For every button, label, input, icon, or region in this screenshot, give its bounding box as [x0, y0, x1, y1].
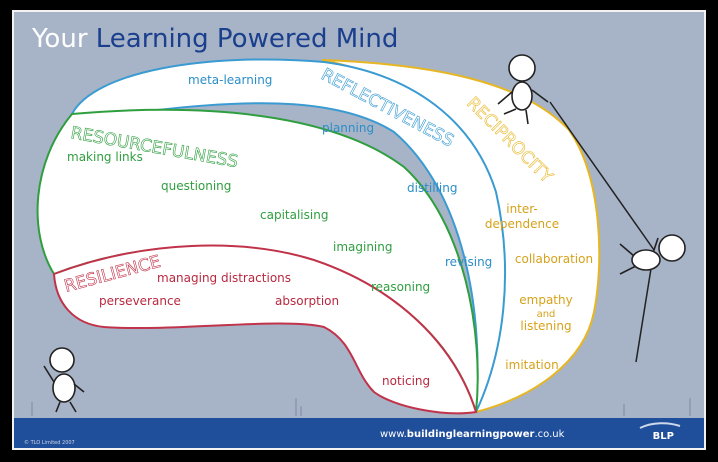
item-capitalising: capitalising [260, 208, 328, 222]
item-collaboration: collaboration [515, 252, 593, 266]
reflectiveness-region [70, 58, 506, 413]
item-reasoning: reasoning [371, 280, 430, 294]
figure-climber-top [497, 54, 549, 125]
title-main: Learning Powered Mind [95, 24, 399, 54]
blp-logo-text: BLP [652, 431, 674, 442]
item-managing-distractions: managing distractions [157, 271, 291, 285]
item-imagining: imagining [333, 240, 393, 254]
item-absorption: absorption [275, 294, 339, 308]
resilience-region [52, 244, 478, 415]
item-and: and [537, 309, 556, 320]
item-distilling: distilling [407, 181, 457, 195]
url-domain: buildinglearningpower [406, 429, 535, 440]
item-questioning: questioning [161, 179, 231, 193]
figure-waving-bottom [43, 347, 85, 413]
item-perseverance: perseverance [99, 294, 181, 308]
rope [549, 101, 655, 251]
item-inter: inter- [506, 202, 538, 216]
url-suffix: .co.uk [534, 429, 565, 440]
item-revising: revising [445, 255, 492, 269]
item-listening: listening [520, 319, 571, 333]
footer-bar: www.buildinglearningpower.co.uk BLP © TL… [14, 418, 704, 448]
item-meta-learning: meta-learning [188, 73, 272, 87]
figure-climber-right [619, 234, 686, 275]
item-noticing: noticing [382, 374, 430, 388]
url-prefix: www. [380, 429, 407, 440]
item-planning: planning [322, 121, 374, 135]
item-dependence: dependence [485, 217, 559, 231]
mind-diagram: REFLECTIVENESS RECIPROCITY RESOURCEFULNE… [31, 54, 691, 416]
item-making-links: making links [67, 150, 143, 164]
poster-title: Your Learning Powered Mind [32, 24, 398, 54]
title-your: Your [32, 24, 96, 54]
blp-logo-icon [639, 422, 681, 429]
item-empathy: empathy [519, 293, 572, 307]
item-imitation: imitation [505, 358, 558, 372]
footer-url[interactable]: www.buildinglearningpower.co.uk [380, 429, 564, 440]
copyright-text: © TLO Limited 2007 [24, 440, 75, 446]
poster: Your Learning Powered Mind REFLECTIVENES… [12, 10, 706, 450]
